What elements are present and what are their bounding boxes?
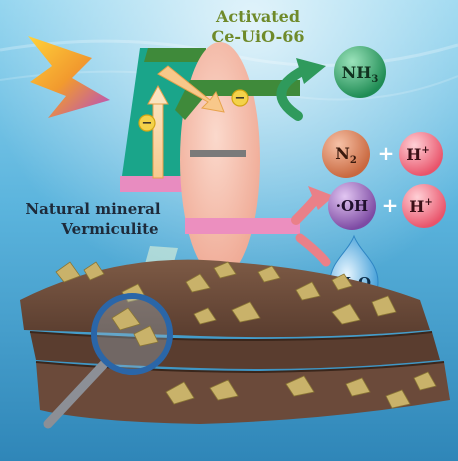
plus-sign-2: + [382, 193, 399, 217]
electron-transfer-arrow [157, 65, 225, 113]
valence-band-right [185, 218, 300, 234]
electron-right [231, 89, 249, 107]
h-plus-label-1: H+ [406, 145, 430, 164]
conduction-band-left [144, 48, 206, 62]
interface-ellipse [180, 42, 260, 278]
electron-charge-right: − [235, 91, 246, 106]
conduction-band-right [175, 80, 300, 120]
crystal-icon [55, 261, 437, 409]
mineral-line-1: Natural mineral [25, 200, 160, 218]
reduction-arrow [276, 65, 309, 121]
nh3-label: NH3 [342, 63, 379, 85]
valence-band-left [120, 176, 182, 192]
n2-molecule [322, 130, 370, 178]
title-line-2: Ce-UiO-66 [211, 27, 304, 46]
magnifier-icon [43, 293, 173, 429]
title-line-1: Activated [215, 7, 300, 26]
reduction-arrow-head [296, 58, 326, 84]
hydroxyl-label: ·OH [336, 197, 368, 215]
n2-label: N2 [335, 144, 357, 166]
electron-left [138, 114, 156, 132]
hydroxyl-radical [328, 182, 376, 230]
water-feed-arrow [295, 233, 331, 267]
mineral-line-2: Vermiculite [60, 220, 158, 238]
middle-band [190, 150, 246, 157]
excitation-arrow [147, 84, 169, 179]
h-plus-ion-1 [399, 132, 443, 176]
h-plus-label-2: H+ [409, 197, 433, 216]
electron-charge-left: − [142, 116, 153, 131]
nh3-molecule [334, 46, 386, 98]
lightning-icon [28, 36, 110, 118]
oxidation-arrow-head [308, 186, 334, 210]
plus-sign-1: + [378, 141, 395, 165]
h-plus-ion-2 [402, 184, 446, 228]
